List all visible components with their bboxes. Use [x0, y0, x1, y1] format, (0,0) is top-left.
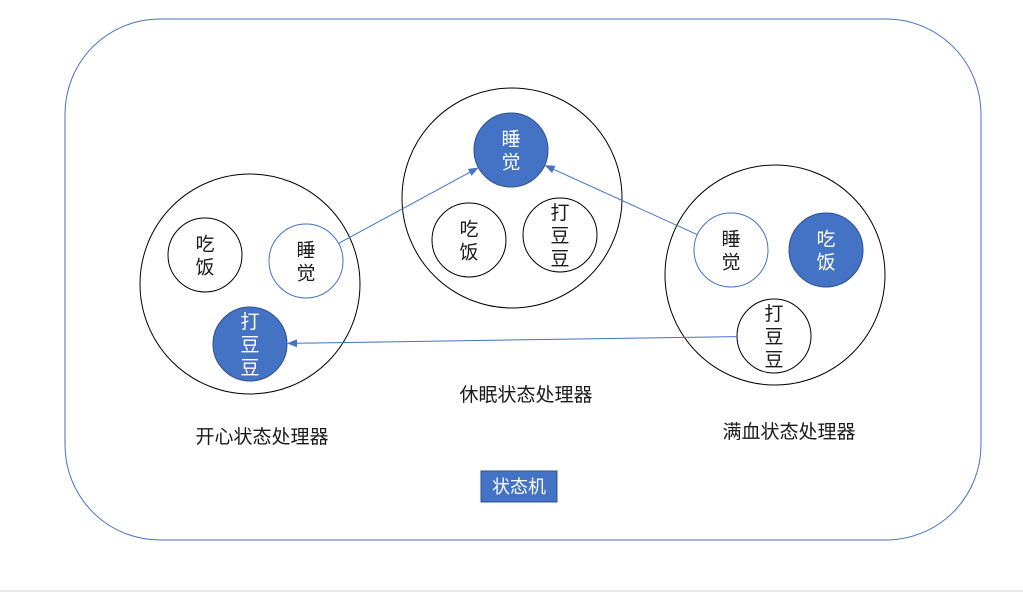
state-happy-play-label-line: 豆 [240, 357, 259, 379]
state-full-eat: 吃饭 [788, 212, 864, 288]
handlers-layer: 吃饭睡觉打豆豆开心状态处理器睡觉吃饭打豆豆休眠状态处理器睡觉吃饭打豆豆满血状态处… [139, 87, 886, 448]
state-happy-sleep-label-line: 睡 [296, 240, 315, 262]
state-happy-eat-label-line: 饭 [195, 257, 214, 279]
handler-happy-caption: 开心状态处理器 [195, 426, 328, 448]
state-full-eat-circle [788, 212, 864, 288]
state-full-sleep: 睡觉 [693, 212, 769, 288]
state-full-sleep-circle [693, 212, 769, 288]
state-rest-play: 打豆豆 [522, 197, 598, 273]
state-full-play-label-line: 豆 [764, 349, 783, 371]
state-rest-sleep: 睡觉 [473, 112, 549, 188]
state-rest-sleep-label-line: 睡 [501, 129, 520, 151]
state-machine-container [64, 18, 982, 541]
state-rest-play-label-line: 豆 [550, 225, 569, 247]
handler-full-circle [664, 164, 886, 386]
state-rest-eat-label-line: 饭 [459, 242, 478, 264]
handler-rest-caption: 休眠状态处理器 [459, 384, 592, 406]
state-happy-play-label-line: 打 [240, 311, 259, 333]
transitions-layer [286, 165, 738, 348]
handler-happy-circle [139, 173, 361, 395]
state-rest-play-label-line: 豆 [550, 248, 569, 270]
state-machine-label-box: 状态机 [480, 470, 558, 503]
state-happy-play-label-line: 豆 [240, 334, 259, 356]
state-full-play-label-line: 豆 [764, 326, 783, 348]
state-full-sleep-label-line: 睡 [721, 229, 740, 251]
state-happy-sleep-circle [268, 223, 344, 299]
state-rest-sleep-circle [473, 112, 549, 188]
state-rest-eat-circle [431, 202, 507, 278]
handler-full-caption: 满血状态处理器 [722, 421, 855, 443]
state-happy-eat-circle [167, 217, 243, 293]
state-full-eat-label-line: 吃 [816, 229, 835, 251]
state-happy-sleep: 睡觉 [268, 223, 344, 299]
state-rest-play-label-line: 打 [550, 202, 569, 224]
state-rest-play-circle [522, 197, 598, 273]
transition-full-play-to-happy-play [286, 336, 738, 348]
transition-full-sleep-to-rest-sleep [544, 165, 698, 236]
state-full-play: 打豆豆 [736, 298, 812, 374]
state-full-play-circle [736, 298, 812, 374]
state-rest-eat: 吃饭 [431, 202, 507, 278]
handler-rest-circle [401, 87, 623, 309]
state-happy-eat: 吃饭 [167, 217, 243, 293]
state-rest-eat-label-line: 吃 [459, 219, 478, 241]
state-full-sleep-label-line: 觉 [721, 252, 740, 274]
state-happy-sleep-label-line: 觉 [296, 263, 315, 285]
state-happy-play: 打豆豆 [212, 306, 288, 382]
state-full-eat-label-line: 饭 [816, 252, 835, 274]
state-full-play-label-line: 打 [764, 303, 783, 325]
state-happy-eat-label-line: 吃 [195, 234, 214, 256]
state-machine-label: 状态机 [492, 477, 546, 498]
transition-happy-sleep-to-rest-sleep [338, 167, 479, 244]
state-rest-sleep-label-line: 觉 [501, 152, 520, 174]
